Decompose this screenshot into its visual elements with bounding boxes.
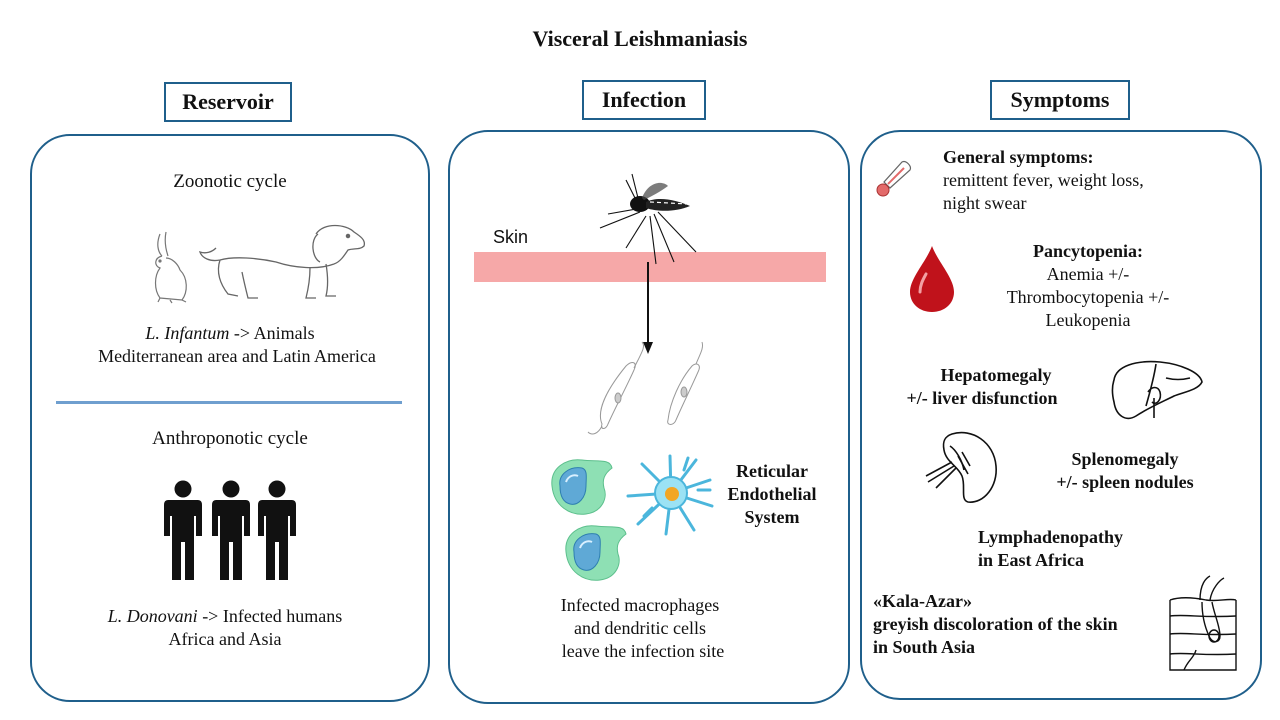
mosquito-icon (599, 173, 697, 265)
hepatomegaly-line1: Hepatomegaly (940, 365, 1052, 385)
infection-panel (448, 130, 850, 704)
anthroponotic-host: -> Infected humans (197, 606, 343, 626)
infection-caption-line2: and dendritic cells (574, 618, 706, 638)
spleen-icon (925, 431, 997, 503)
infection-caption-line1: Infected macrophages (560, 595, 720, 615)
zoonotic-species-line: L. Infantum -> Animals (30, 322, 430, 345)
hepatomegaly-line2: +/- liver disfunction (906, 388, 1058, 408)
person-icon (212, 480, 250, 580)
pancytopenia-line2: Thrombocytopenia +/- (1006, 287, 1170, 307)
macrophage-icon (551, 459, 613, 515)
thermometer-icon (876, 161, 911, 197)
kala-azar-line1: «Kala-Azar» (873, 591, 972, 611)
general-symptoms-line1: remittent fever, weight loss, (943, 170, 1144, 190)
res-line1: Reticular (736, 461, 808, 481)
dog-icon (198, 224, 366, 299)
liver-icon (1111, 360, 1203, 420)
general-symptoms-title: General symptoms: (943, 147, 1094, 167)
zoonotic-cycle-label: Zoonotic cycle (173, 171, 287, 192)
dendritic-cell-icon (626, 454, 714, 536)
anthroponotic-region: Africa and Asia (168, 629, 282, 649)
person-icon (258, 480, 296, 580)
skin-layer (474, 252, 826, 282)
zoonotic-region: Mediterranean area and Latin America (98, 346, 376, 366)
blood-drop-icon (910, 246, 954, 312)
kala-azar-line2: greyish discoloration of the skin (873, 614, 1118, 634)
kala-azar-line3: in South Asia (873, 637, 976, 657)
lymphadenopathy-line1: Lymphadenopathy (978, 527, 1124, 547)
infection-caption-line3: leave the infection site (561, 641, 725, 661)
res-line3: System (744, 507, 800, 527)
anthroponotic-species-line: L. Donovani -> Infected humans (30, 605, 420, 628)
skin-label: Skin (493, 227, 529, 247)
rabbit-icon (154, 231, 187, 304)
reservoir-divider (56, 401, 402, 404)
person-icon (164, 480, 202, 580)
symptoms-panel (860, 130, 1262, 700)
anthroponotic-species: L. Donovani (107, 606, 198, 626)
anthroponotic-cycle-label: Anthroponotic cycle (152, 428, 308, 449)
arrow-down (643, 262, 653, 354)
zoonotic-species: L. Infantum (145, 323, 230, 343)
reservoir-panel (30, 134, 430, 702)
promastigote-icon (587, 341, 703, 435)
zoonotic-host: -> Animals (229, 323, 315, 343)
pancytopenia-line1: Anemia +/- (1046, 264, 1130, 284)
general-symptoms-line2: night swear (943, 193, 1027, 213)
macrophage-icon (565, 525, 627, 581)
pancytopenia-line3: Leukopenia (1045, 310, 1131, 330)
pancytopenia-title: Pancytopenia: (1033, 241, 1143, 261)
lymphadenopathy-line2: in East Africa (978, 550, 1084, 570)
splenomegaly-line2: +/- spleen nodules (1056, 472, 1194, 492)
symptoms-header: Symptoms (990, 80, 1130, 120)
res-line2: Endothelial (727, 484, 817, 504)
skin-hair-icon (1169, 575, 1237, 671)
infection-header: Infection (582, 80, 706, 120)
splenomegaly-line1: Splenomegaly (1071, 449, 1179, 469)
page-title: Visceral Leishmaniasis (532, 26, 748, 51)
reservoir-header: Reservoir (164, 82, 292, 122)
